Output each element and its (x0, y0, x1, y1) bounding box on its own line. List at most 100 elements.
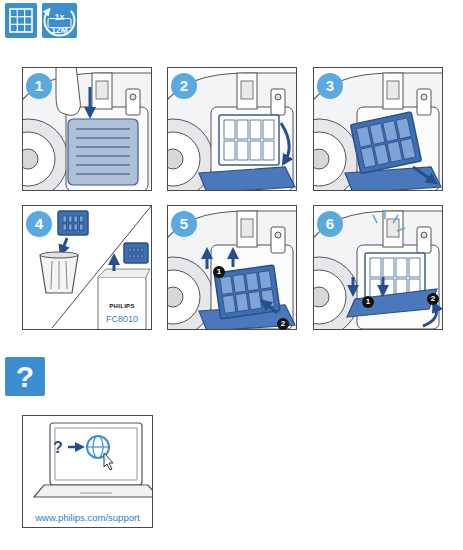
holder (383, 73, 403, 109)
filter-cell (370, 123, 385, 144)
wheel-rim (168, 132, 200, 186)
wheel-hub (168, 149, 183, 169)
filter-cell (141, 248, 143, 252)
trash-rib (66, 261, 67, 289)
filter-cell (409, 258, 420, 277)
motion-arrow (281, 123, 289, 161)
holder-slot (387, 81, 399, 99)
filter-cell (233, 274, 246, 292)
filter-cell (133, 248, 135, 252)
screen-arrow (68, 446, 80, 449)
filter-cell (400, 138, 415, 159)
filter-cell (383, 258, 394, 277)
callout-number: 1 (213, 266, 225, 278)
filter-cell (220, 276, 233, 294)
touchpad (80, 493, 112, 494)
filter-group (350, 112, 421, 174)
help-icon (5, 357, 45, 396)
hand (56, 68, 80, 115)
support-url: www.philips.com/support (35, 512, 140, 524)
filter-cell (224, 141, 235, 160)
filter-icon-grid (24, 9, 25, 32)
interval-months: 12M (51, 26, 68, 35)
filter-cell (383, 121, 398, 142)
filter-cell (74, 224, 78, 230)
brand-name: PHILIPS (109, 303, 134, 310)
filter-cell (387, 141, 402, 162)
filter-cell (374, 144, 389, 165)
filter-cell (224, 120, 235, 139)
trash-rim (40, 252, 78, 258)
screen-symbol: ? (53, 439, 63, 456)
wheel (314, 257, 359, 329)
latch-knob (421, 94, 427, 100)
holder (92, 73, 112, 109)
motion-arrow (62, 238, 67, 251)
panel-picture (23, 68, 151, 190)
filter-cell (80, 216, 84, 222)
new-filter (124, 243, 148, 263)
laptop-screen (50, 423, 142, 485)
wheel-rim (23, 132, 55, 186)
latch (271, 227, 285, 253)
latch (126, 89, 140, 115)
step-panel: 1 (22, 67, 152, 191)
cover-slot (76, 164, 130, 166)
click-mark (393, 215, 398, 223)
filter-cell (235, 293, 248, 311)
filter-icon-grid (10, 24, 32, 25)
callout-number: 2 (277, 318, 289, 330)
filter-cell (263, 141, 274, 160)
filter-cell (396, 258, 407, 277)
filter-cell (80, 224, 84, 230)
callout-number: 2 (427, 293, 439, 305)
wheel-rim (168, 270, 200, 324)
old-filter (58, 211, 88, 235)
click-mark (373, 215, 377, 223)
cover-slot (76, 137, 130, 139)
filter-cell (63, 216, 67, 222)
filter-cell (263, 120, 274, 139)
filter-cell (137, 254, 139, 258)
cover-slot (76, 146, 130, 148)
filter-icon-grid (10, 16, 32, 17)
interval-count: 1x (55, 13, 64, 22)
step-number: 6 (317, 211, 343, 237)
filter (219, 115, 279, 165)
filter-compartment (357, 245, 439, 329)
filter-cell (137, 248, 139, 252)
filter-cell (69, 224, 73, 230)
filter-cell (223, 295, 236, 313)
filter-icon (5, 3, 37, 38)
filter-cell (237, 141, 248, 160)
step-panel: 3 (313, 67, 443, 191)
motion-arrow (413, 167, 433, 181)
laptop-base (34, 485, 152, 497)
filter-icon-frame (10, 9, 32, 32)
filter-cover (199, 167, 295, 190)
latch-knob (130, 94, 136, 100)
filter-cell (248, 291, 261, 309)
cover-slot (76, 155, 130, 157)
wheel-hub (314, 149, 329, 169)
step-number: 3 (317, 73, 343, 99)
filter-cell (129, 254, 131, 258)
filter-cell (63, 224, 67, 230)
panel-picture (34, 423, 152, 497)
step-number: 2 (171, 73, 197, 99)
model-number: FC8010 (106, 314, 138, 324)
cover-slot (76, 173, 130, 175)
click-mark (384, 210, 386, 219)
filter-cell (133, 254, 135, 258)
filter-cell (356, 126, 371, 147)
cursor (104, 453, 113, 470)
latch-knob (275, 232, 281, 238)
filter (124, 243, 148, 263)
click-mark (397, 228, 405, 231)
box-flap (98, 269, 150, 277)
interval-icon (42, 3, 77, 38)
filter (350, 112, 421, 174)
cycle-arrow (45, 11, 75, 36)
panel-picture (168, 211, 296, 329)
filter-cell (246, 272, 259, 290)
